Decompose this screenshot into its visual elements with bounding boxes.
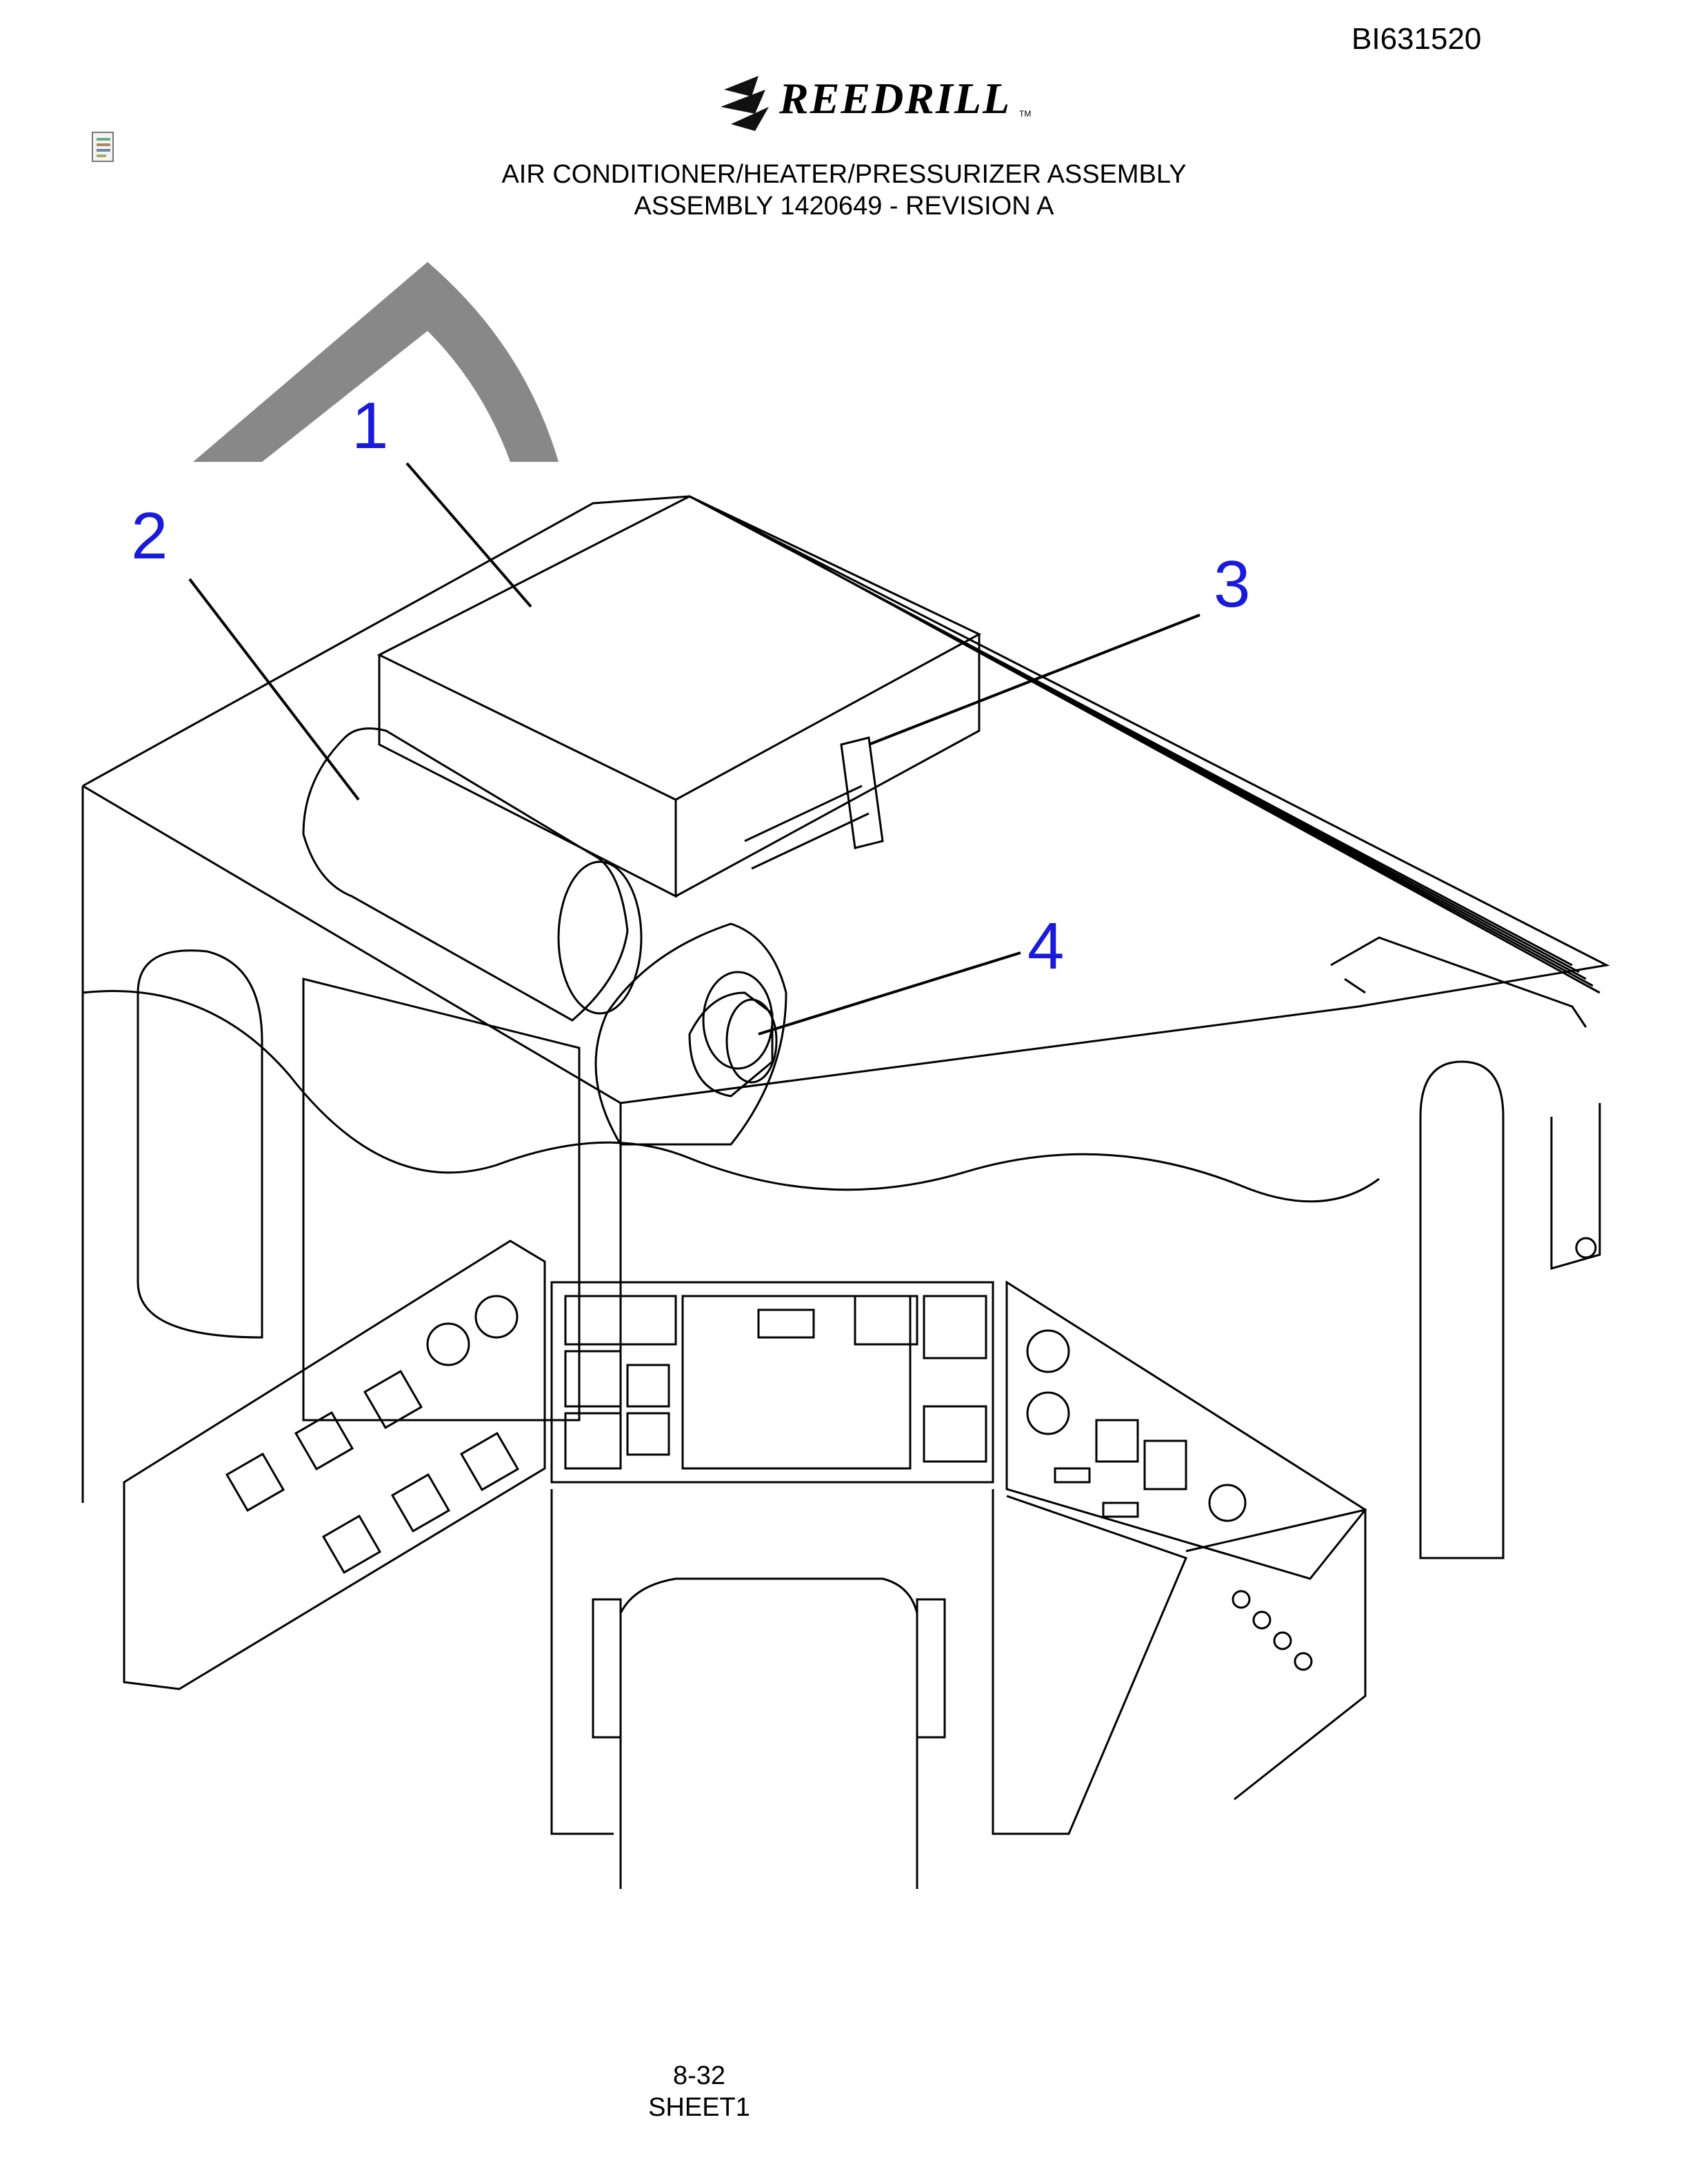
drawing-title: AIR CONDITIONER/HEATER/PRESSURIZER ASSEM… bbox=[501, 160, 1187, 189]
callout-3: 3 bbox=[1214, 547, 1250, 621]
seat-armrest-right bbox=[916, 1598, 946, 1739]
leader-line-3 bbox=[868, 614, 1200, 746]
right-panel-controls bbox=[1026, 1329, 1247, 1522]
side-console bbox=[1185, 1508, 1367, 1801]
operator-seat bbox=[619, 1577, 918, 1889]
hose-bracket bbox=[1330, 936, 1587, 1028]
right-console bbox=[992, 1489, 1188, 1835]
grey-corner-mark bbox=[193, 262, 559, 462]
callout-2: 2 bbox=[131, 499, 168, 573]
logo-mark-icon bbox=[721, 76, 769, 131]
wavy-cut-line bbox=[82, 990, 1380, 1203]
sheet-label: SHEET1 bbox=[648, 2093, 750, 2122]
right-frame bbox=[1550, 1103, 1601, 1270]
left-console bbox=[550, 1489, 614, 1835]
page-number: 8-32 bbox=[672, 2061, 726, 2090]
logo-trademark: TM bbox=[1019, 109, 1032, 119]
callout-4: 4 bbox=[1027, 909, 1064, 983]
mounting-bracket bbox=[840, 736, 884, 849]
seat-armrest-left bbox=[592, 1598, 622, 1739]
blower-cylinder bbox=[302, 727, 629, 1022]
motor-shaft bbox=[744, 785, 870, 870]
right-window bbox=[1419, 1060, 1505, 1559]
callout-1: 1 bbox=[352, 389, 388, 463]
fan-housing bbox=[594, 922, 787, 1146]
document-icon[interactable] bbox=[90, 131, 120, 165]
side-console-dials bbox=[1232, 1590, 1313, 1671]
center-panel-modules bbox=[564, 1295, 987, 1470]
assembly-diagram: 1 2 3 4 bbox=[81, 262, 1610, 1889]
logo-text: REEDRILL bbox=[779, 74, 1012, 123]
left-panel-gauges bbox=[225, 1295, 520, 1575]
document-id: BI631520 bbox=[1352, 22, 1482, 56]
ac-unit-side bbox=[675, 634, 981, 898]
left-control-panel bbox=[123, 1240, 546, 1690]
leader-line-1 bbox=[405, 462, 532, 608]
ac-unit-box bbox=[376, 495, 982, 801]
reedrill-logo: REEDRILL TM bbox=[717, 69, 1034, 138]
left-window bbox=[137, 949, 263, 1339]
center-control-panel bbox=[550, 1281, 994, 1484]
leader-line-4 bbox=[758, 951, 1021, 1035]
cab-roof-outline bbox=[82, 495, 1610, 1104]
ac-unit-front bbox=[378, 655, 677, 898]
hose-bundle bbox=[689, 495, 1600, 994]
center-window bbox=[302, 978, 581, 1422]
right-control-panel bbox=[1005, 1280, 1367, 1580]
leader-line-2 bbox=[188, 578, 360, 801]
assembly-subtitle: ASSEMBLY 1420649 - REVISION A bbox=[634, 192, 1054, 221]
